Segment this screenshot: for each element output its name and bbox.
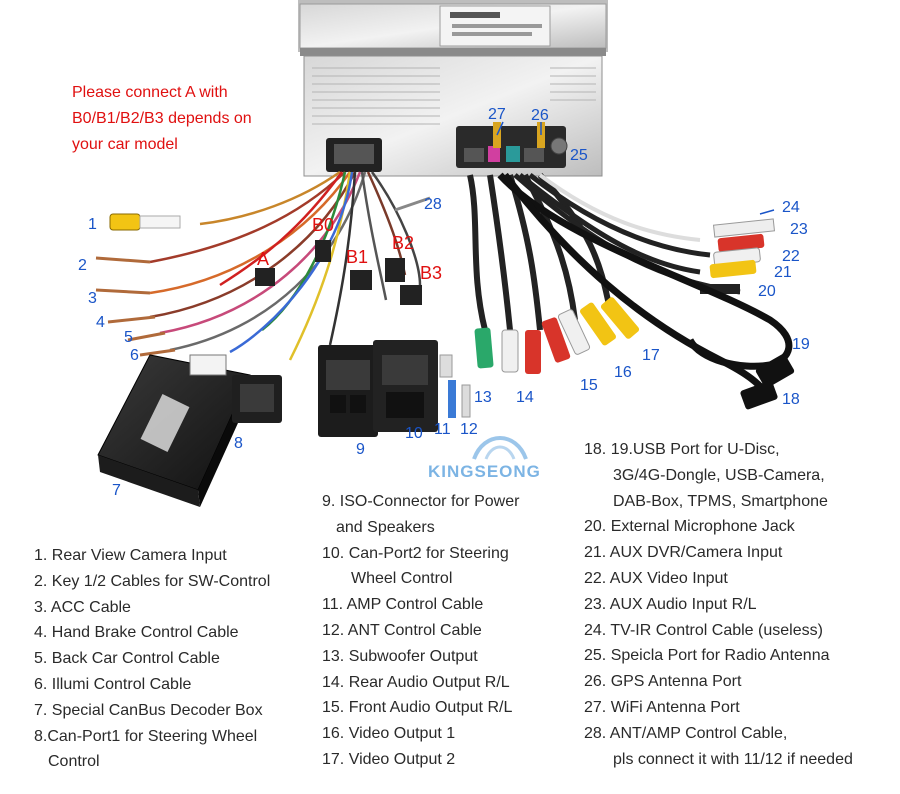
can-port1-connector: [232, 375, 282, 423]
legend-item-6: 6. Illumi Control Cable: [34, 675, 192, 693]
callout-26: 26: [531, 107, 549, 124]
wire-tips: [95, 256, 176, 357]
legend-item-14: 14. Rear Audio Output R/L: [322, 673, 510, 691]
callout-15: 15: [580, 377, 598, 394]
legend-item-9-cont: and Speakers: [336, 518, 435, 536]
legend-column-3: 18. 19.USB Port for U-Disc, 3G/4G-Dongle…: [584, 437, 853, 772]
legend-item-23: 23. AUX Audio Input R/L: [584, 595, 757, 613]
small-cable-ends: [439, 354, 471, 418]
note-line-2: B0/B1/B2/B3 depends on: [72, 110, 252, 127]
callout-16: 16: [614, 364, 632, 381]
legend-item-10: 10. Can-Port2 for Steering: [322, 544, 509, 562]
callout-18: 18: [782, 391, 800, 408]
legend-item-20: 20. External Microphone Jack: [584, 518, 795, 536]
label-b1: B1: [346, 247, 369, 267]
callout-27: 27: [488, 106, 506, 123]
cable-28: [394, 196, 431, 212]
legend-item-18-19-cont-2: DAB-Box, TPMS, Smartphone: [613, 492, 828, 510]
iso-connector: [318, 340, 438, 437]
connector-b2: [385, 258, 405, 282]
note-line-1: Please connect A with: [72, 84, 228, 101]
callout-28: 28: [424, 196, 442, 213]
legend-item-11: 11. AMP Control Cable: [322, 596, 484, 614]
callout-25: 25: [570, 147, 588, 164]
connector-b3: [400, 285, 422, 305]
callout-23: 23: [790, 221, 808, 238]
callout-5: 5: [124, 329, 133, 346]
legend-item-9: 9. ISO-Connector for Power: [322, 493, 520, 510]
label-b0: B0: [312, 215, 335, 235]
legend-item-18-19: 18. 19.USB Port for U-Disc,: [584, 441, 780, 458]
legend-item-26: 26. GPS Antenna Port: [584, 673, 742, 691]
connector-b0: [315, 240, 331, 262]
legend-column-2: 9. ISO-Connector for Power and Speakers …: [322, 489, 519, 773]
callout-22: 22: [782, 248, 800, 265]
legend-item-25: 25. Speicla Port for Radio Antenna: [584, 647, 830, 665]
callout-20: 20: [758, 283, 776, 300]
legend-item-16: 16. Video Output 1: [322, 725, 456, 743]
legend-item-10-cont: Wheel Control: [351, 570, 453, 588]
legend-item-5: 5. Back Car Control Cable: [34, 650, 220, 668]
legend-column-1: 1. Rear View Camera Input 2. Key 1/2 Cab…: [34, 543, 270, 775]
legend-item-18-19-cont-1: 3G/4G-Dongle, USB-Camera,: [613, 466, 825, 484]
label-b3: B3: [420, 263, 443, 283]
callout-13: 13: [474, 389, 492, 406]
callout-4: 4: [96, 314, 105, 331]
rca-plug-1: [109, 213, 181, 231]
legend-item-8-cont: Control: [48, 753, 100, 771]
legend-item-3: 3. ACC Cable: [34, 598, 131, 616]
legend-item-8: 8.Can-Port1 for Steering Wheel: [34, 727, 258, 745]
legend-item-7: 7. Special CanBus Decoder Box: [34, 701, 263, 719]
label-a: A: [257, 249, 270, 269]
callout-17: 17: [642, 347, 660, 364]
callout-1: 1: [88, 216, 97, 233]
legend-item-15: 15. Front Audio Output R/L: [322, 699, 513, 717]
callout-3: 3: [88, 290, 97, 307]
callout-19: 19: [792, 336, 810, 353]
legend-item-17: 17. Video Output 2: [322, 750, 456, 768]
legend-item-27: 27. WiFi Antenna Port: [584, 698, 740, 716]
legend-item-4: 4. Hand Brake Control Cable: [34, 624, 239, 642]
callout-leaders: [496, 121, 775, 215]
callout-6: 6: [130, 347, 139, 364]
usb-cable: [497, 172, 795, 410]
legend-item-1: 1. Rear View Camera Input: [34, 547, 227, 564]
legend-item-13: 13. Subwoofer Output: [322, 647, 478, 665]
legend-item-22: 22. AUX Video Input: [584, 569, 728, 587]
legend-item-24: 24. TV-IR Control Cable (useless): [584, 621, 823, 639]
kingseong-logo-icon: [472, 436, 528, 460]
connector-a: [255, 268, 275, 286]
brand-watermark: KINGSEONG: [428, 462, 541, 481]
callout-8: 8: [234, 435, 243, 452]
callout-11: 11: [434, 421, 451, 438]
power-harness: [149, 170, 422, 361]
callout-7: 7: [112, 482, 121, 499]
callout-2: 2: [78, 257, 87, 274]
head-unit: [298, 0, 608, 177]
callout-10: 10: [405, 425, 423, 442]
callout-14: 14: [516, 389, 534, 406]
connector-b1: [350, 270, 372, 290]
legend-item-2: 2. Key 1/2 Cables for SW-Control: [34, 572, 271, 590]
callout-24: 24: [782, 199, 800, 216]
legend-item-12: 12. ANT Control Cable: [322, 621, 482, 639]
callout-12: 12: [460, 421, 478, 438]
label-b2: B2: [392, 233, 415, 253]
callout-9: 9: [356, 441, 365, 458]
legend-item-28: 28. ANT/AMP Control Cable,: [584, 724, 788, 742]
aux-cables: [513, 173, 776, 295]
connection-note: Please connect A with B0/B1/B2/B3 depend…: [72, 80, 292, 158]
callout-21: 21: [774, 264, 792, 281]
legend-item-28-cont: pls connect it with 11/12 if needed: [613, 750, 853, 768]
legend-item-21: 21. AUX DVR/Camera Input: [584, 544, 783, 562]
note-line-3: your car model: [72, 136, 178, 153]
canbus-decoder-box: [97, 354, 252, 507]
